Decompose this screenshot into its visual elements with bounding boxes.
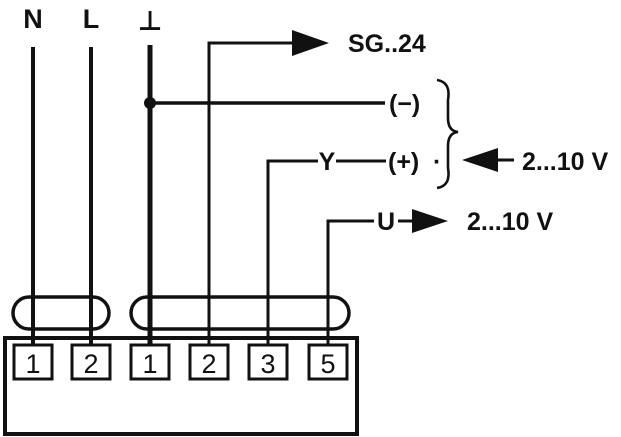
cable-bundle-left xyxy=(11,295,111,331)
label-plus: (+) xyxy=(388,148,419,176)
cable-bundle-right xyxy=(129,295,351,331)
terminal-box xyxy=(70,343,112,381)
label-l: L xyxy=(83,4,100,34)
terminal-label: 5 xyxy=(320,349,335,379)
label-y: Y xyxy=(319,148,336,176)
terminal-box xyxy=(247,343,289,381)
label-dot: · xyxy=(433,148,441,176)
wire-sg xyxy=(207,41,294,345)
wire-u xyxy=(326,219,374,345)
terminal-box xyxy=(188,343,230,381)
terminal-group-left: 1 2 xyxy=(12,343,112,381)
terminal-label: 2 xyxy=(83,349,98,379)
terminal-label: 1 xyxy=(142,349,157,379)
wire-y xyxy=(266,159,318,345)
curly-brace xyxy=(436,78,459,190)
terminal-box xyxy=(129,343,171,381)
arrow-u xyxy=(412,209,448,233)
label-sg24: SG..24 xyxy=(348,30,426,58)
label-minus: (−) xyxy=(389,90,420,118)
arrow-sg xyxy=(292,30,329,56)
terminal-label: 3 xyxy=(260,349,275,379)
label-u-range: 2...10 V xyxy=(467,208,553,236)
terminal-box xyxy=(12,343,54,381)
terminal-box xyxy=(307,343,349,381)
label-u: U xyxy=(377,208,395,236)
terminal-label: 2 xyxy=(201,349,216,379)
terminal-group-right: 1 2 3 5 xyxy=(129,343,349,381)
label-n: N xyxy=(23,4,43,34)
label-y-range: 2...10 V xyxy=(522,148,608,176)
terminal-label: 1 xyxy=(25,349,40,379)
terminal-block-housing xyxy=(3,336,359,436)
label-ground: ⊥ xyxy=(138,6,163,36)
arrow-y-input xyxy=(462,148,498,172)
